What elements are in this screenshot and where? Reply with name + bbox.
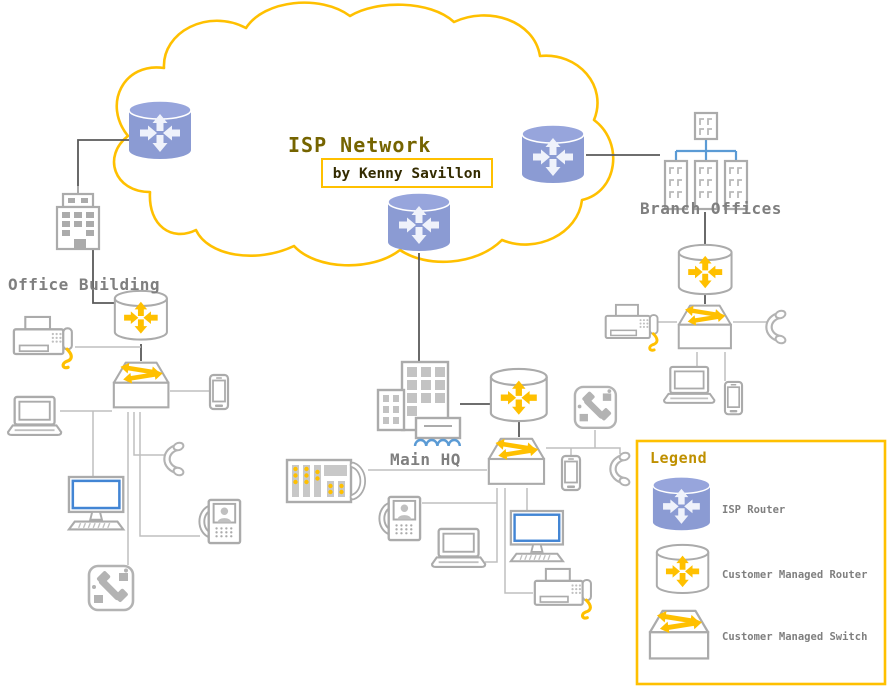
customer-managed-switch-icon xyxy=(114,361,169,407)
laptop-icon xyxy=(6,395,63,437)
customer-managed-switch-icon xyxy=(489,438,544,484)
smartphone-icon xyxy=(208,373,230,411)
customer-managed-router-icon xyxy=(679,245,732,294)
desktop-computer-icon xyxy=(67,475,125,531)
isp-router-icon xyxy=(653,477,710,530)
office-building-icon xyxy=(55,184,101,251)
phone-handset-icon xyxy=(167,442,184,477)
fax-machine-icon xyxy=(604,303,659,352)
fax-machine-icon xyxy=(533,567,593,620)
customer-managed-router-icon xyxy=(115,291,167,340)
laptop-icon xyxy=(430,527,487,569)
isp-router-icon xyxy=(522,125,584,183)
legend-item-label: Customer Managed Switch xyxy=(722,631,867,643)
byline-text: by Kenny Savillon xyxy=(333,166,481,182)
customer-managed-router-icon xyxy=(491,369,547,421)
main-hq-label: Main HQ xyxy=(390,450,461,469)
branch-office-tree-links xyxy=(674,140,738,160)
branch-offices-label: Branch Offices xyxy=(640,199,782,218)
desk-phone-icon xyxy=(573,385,618,430)
desktop-computer-icon xyxy=(509,509,565,563)
video-phone-icon xyxy=(202,500,240,543)
byline-box xyxy=(321,158,493,188)
isp-cloud-shape xyxy=(112,1,615,267)
phone-handset-icon xyxy=(769,310,786,345)
customer-managed-switch-icon xyxy=(650,610,708,659)
laptop-icon xyxy=(662,365,716,404)
smartphone-icon xyxy=(560,454,582,492)
main-hq-building-icon xyxy=(376,360,462,448)
pbx-system-icon xyxy=(287,460,363,502)
legend-title: Legend xyxy=(650,449,707,467)
device-links xyxy=(60,321,769,594)
video-phone-icon xyxy=(382,497,420,540)
legend: Legend ISP Router Customer Managed Route… xyxy=(635,439,887,686)
phone-handset-icon xyxy=(613,452,630,487)
branch-building-icon xyxy=(693,111,719,141)
smartphone-icon xyxy=(723,380,744,416)
backbone-links xyxy=(77,139,706,437)
fax-machine-icon xyxy=(12,315,74,370)
office-building-label: Office Building xyxy=(8,275,160,294)
legend-item-label: ISP Router xyxy=(722,504,785,516)
desk-phone-icon xyxy=(87,564,135,612)
legend-item-label: Customer Managed Router xyxy=(722,569,867,581)
diagram-title: ISP Network xyxy=(288,133,431,157)
customer-managed-switch-icon xyxy=(679,304,731,348)
customer-managed-router-icon xyxy=(657,545,708,593)
isp-router-icon xyxy=(388,193,450,251)
isp-router-icon xyxy=(129,101,191,159)
